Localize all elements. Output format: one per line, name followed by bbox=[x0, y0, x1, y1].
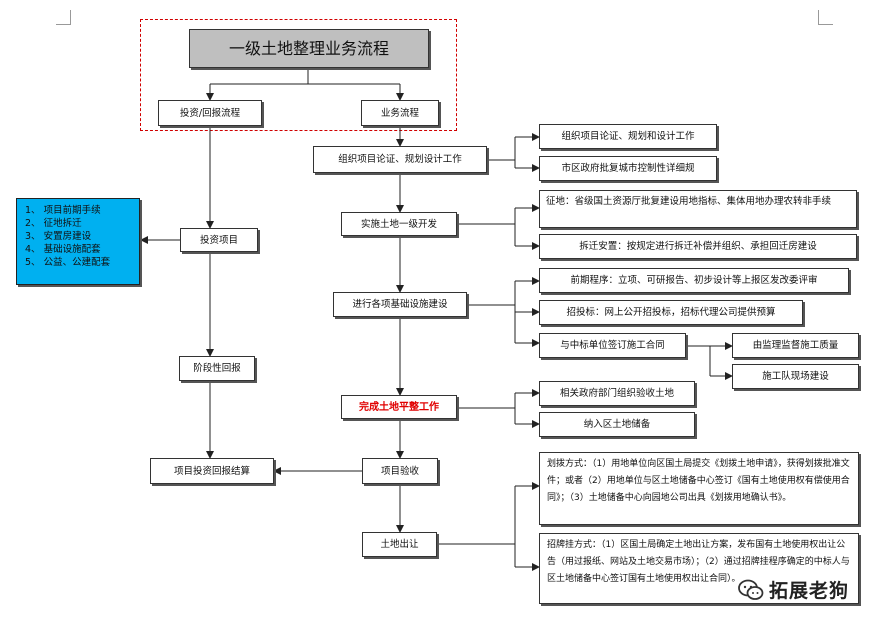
step1-sub1-label: 组织项目论证、规划和设计工作 bbox=[561, 131, 695, 142]
step2-sub2-box: 拆迁安置：按规定进行拆迁补偿并组织、承担回迁房建设 bbox=[539, 234, 857, 259]
supervision-label: 由监理监督施工质量 bbox=[752, 340, 839, 351]
stage-return-label: 阶段性回报 bbox=[193, 363, 241, 374]
wechat-icon bbox=[738, 579, 764, 600]
supervision-box: 由监理监督施工质量 bbox=[732, 333, 859, 358]
step2-sub1-text: 征地：省级国土资源厅批复建设用地指标、集体用地办理农转非手续 bbox=[546, 196, 832, 207]
step2-sub1-box: 征地：省级国土资源厅批复建设用地指标、集体用地办理农转非手续 bbox=[539, 190, 857, 228]
step3-sub1-box: 前期程序：立项、可研报告、初步设计等上报区发改委评审 bbox=[539, 268, 849, 293]
title-text: 一级土地整理业务流程 bbox=[228, 39, 389, 58]
summary-item: 1、 项目前期手续 bbox=[25, 205, 101, 216]
step3-box: 进行各项基础设施建设 bbox=[333, 292, 467, 317]
step1-sub1-box: 组织项目论证、规划和设计工作 bbox=[539, 124, 717, 149]
step5-label: 项目验收 bbox=[380, 465, 419, 477]
summary-item: 5、 公益、公建配套 bbox=[25, 257, 111, 268]
summary-item: 2、 征地拆迁 bbox=[25, 218, 82, 229]
summary-list-box: 1、 项目前期手续 2、 征地拆迁 3、 安置房建设 4、 基础设施配套 5、 … bbox=[16, 198, 140, 285]
step6-label: 土地出让 bbox=[380, 539, 419, 550]
step3-sub2-label: 招投标：网上公开招投标，招标代理公司提供预算 bbox=[566, 307, 776, 318]
construction-label: 施工队现场建设 bbox=[762, 371, 829, 382]
watermark-text: 拓展老狗 bbox=[769, 580, 850, 602]
construction-box: 施工队现场建设 bbox=[732, 364, 859, 389]
summary-item: 3、 安置房建设 bbox=[25, 231, 92, 242]
watermark: 拓展老狗 bbox=[738, 576, 849, 603]
step2-box: 实施土地一级开发 bbox=[341, 212, 457, 236]
allocation-method-box: 划拨方式：（1）用地单位向区国土局提交《划拨土地申请》，获得划拨批准文件；或者（… bbox=[539, 452, 859, 525]
step1-label: 组织项目论证、规划设计工作 bbox=[338, 154, 462, 165]
invest-branch-label: 投资/回报流程 bbox=[179, 107, 241, 119]
step4-sub1-box: 相关政府部门组织验收土地 bbox=[539, 381, 695, 406]
corner-mark-tl bbox=[56, 10, 71, 25]
invest-project-box: 投资项目 bbox=[180, 228, 258, 252]
step2-sub2-label: 拆迁安置：按规定进行拆迁补偿并组织、承担回迁房建设 bbox=[579, 241, 817, 252]
step4-sub2-box: 纳入区土地储备 bbox=[539, 412, 695, 437]
step3-label: 进行各项基础设施建设 bbox=[352, 299, 448, 310]
invest-project-label: 投资项目 bbox=[199, 234, 238, 246]
step4-label: 完成土地平整工作 bbox=[359, 401, 439, 413]
summary-item: 4、 基础设施配套 bbox=[25, 244, 101, 255]
corner-mark-tr bbox=[818, 10, 833, 25]
step1-sub2-label: 市区政府批复城市控制性详细规 bbox=[561, 163, 695, 174]
step2-label: 实施土地一级开发 bbox=[360, 218, 437, 230]
invest-branch-box: 投资/回报流程 bbox=[158, 100, 262, 126]
auction-method-text: 招牌挂方式：（1）区国土局确定土地出让方案，发布国有土地使用权出让公告（用过报纸… bbox=[547, 540, 850, 584]
step1-sub2-box: 市区政府批复城市控制性详细规 bbox=[539, 156, 717, 181]
auction-method-box: 招牌挂方式：（1）区国土局确定土地出让方案，发布国有土地使用权出让公告（用过报纸… bbox=[539, 533, 859, 604]
header-dashed-frame bbox=[140, 19, 457, 131]
business-branch-box: 业务流程 bbox=[361, 100, 439, 126]
step3-sub3-box: 与中标单位签订施工合同 bbox=[539, 333, 686, 358]
stage-return-box: 阶段性回报 bbox=[179, 356, 255, 381]
step4-sub2-label: 纳入区土地储备 bbox=[583, 419, 651, 430]
project-settlement-label: 项目投资回报结算 bbox=[173, 465, 250, 477]
step3-sub1-label: 前期程序：立项、可研报告、初步设计等上报区发改委评审 bbox=[570, 275, 818, 286]
step4-sub1-label: 相关政府部门组织验收土地 bbox=[559, 388, 674, 399]
step5-box: 项目验收 bbox=[362, 458, 438, 484]
allocation-method-text: 划拨方式：（1）用地单位向区国土局提交《划拨土地申请》，获得划拨批准文件；或者（… bbox=[547, 459, 850, 503]
step4-box: 完成土地平整工作 bbox=[341, 395, 457, 419]
step6-box: 土地出让 bbox=[362, 532, 437, 557]
step1-box: 组织项目论证、规划设计工作 bbox=[313, 146, 487, 173]
step3-sub2-box: 招投标：网上公开招投标，招标代理公司提供预算 bbox=[539, 300, 803, 325]
step3-sub3-label: 与中标单位签订施工合同 bbox=[560, 340, 665, 351]
title-box: 一级土地整理业务流程 bbox=[189, 29, 429, 68]
business-branch-label: 业务流程 bbox=[380, 107, 419, 119]
project-settlement-box: 项目投资回报结算 bbox=[150, 458, 274, 484]
